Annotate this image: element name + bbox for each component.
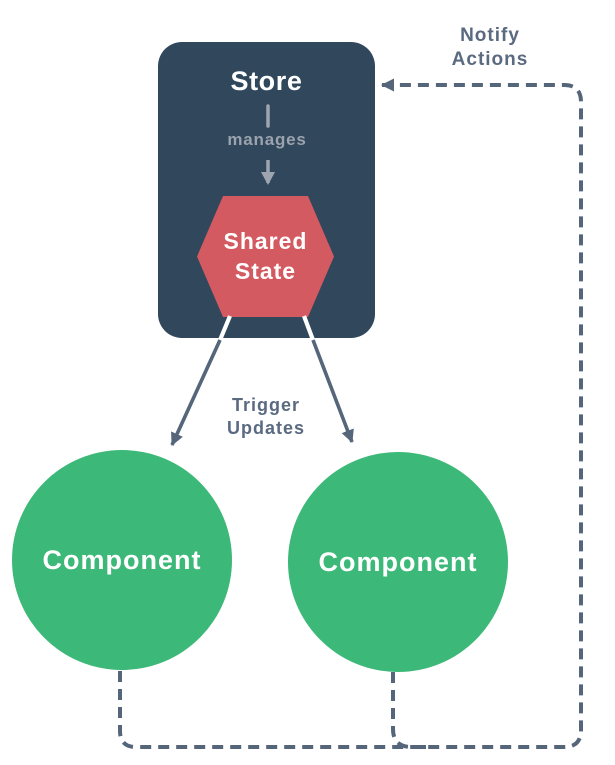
- notify-actions-label: Notify Actions: [451, 25, 529, 70]
- component-circle-right: Component: [288, 452, 508, 672]
- component-circle-left: Component: [12, 450, 232, 670]
- component-right-label: Component: [318, 546, 478, 577]
- shared-state-label: Shared State: [223, 228, 308, 284]
- trigger-updates-label: Trigger Updates: [226, 395, 305, 439]
- store-label: Store: [230, 66, 303, 96]
- manages-label: manages: [227, 130, 307, 149]
- notify-branch-right: [391, 672, 430, 749]
- component-left-label: Component: [42, 544, 202, 575]
- shared-state-hexagon: Shared State: [197, 196, 334, 317]
